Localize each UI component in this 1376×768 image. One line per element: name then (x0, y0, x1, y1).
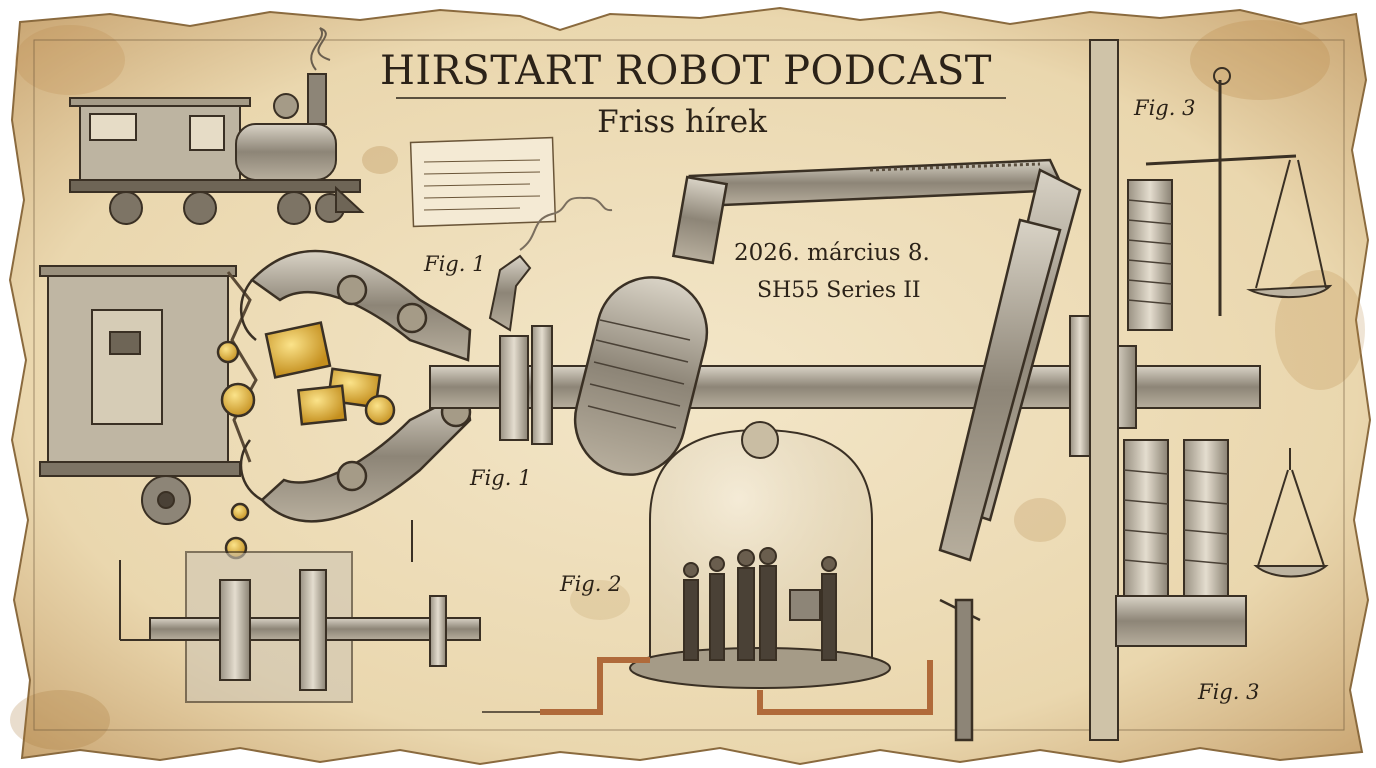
bell-jar-illustration (482, 421, 933, 715)
figure-label-fig2: Fig. 2 (560, 572, 622, 596)
episode-series: SH55 Series II (757, 278, 921, 303)
poster-title: HIRSTART ROBOT PODCAST (380, 48, 992, 94)
figure-label-fig3-top: Fig. 3 (1134, 96, 1196, 120)
poster-subtitle: Friss hírek (597, 104, 767, 140)
figure-label-fig1-top: Fig. 1 (424, 252, 486, 276)
episode-date: 2026. március 8. (734, 240, 930, 266)
microphone-illustration (573, 158, 1082, 742)
gearbox-blueprint-illustration (119, 520, 481, 703)
figure-label-fig1-bottom: Fig. 1 (470, 466, 532, 490)
train-carriage-illustration (39, 265, 258, 525)
blueprint-note-illustration (409, 136, 557, 228)
balance-scale-illustration (1089, 39, 1333, 741)
locomotive-illustration (69, 27, 365, 225)
figure-label-fig3-bottom: Fig. 3 (1198, 680, 1260, 704)
